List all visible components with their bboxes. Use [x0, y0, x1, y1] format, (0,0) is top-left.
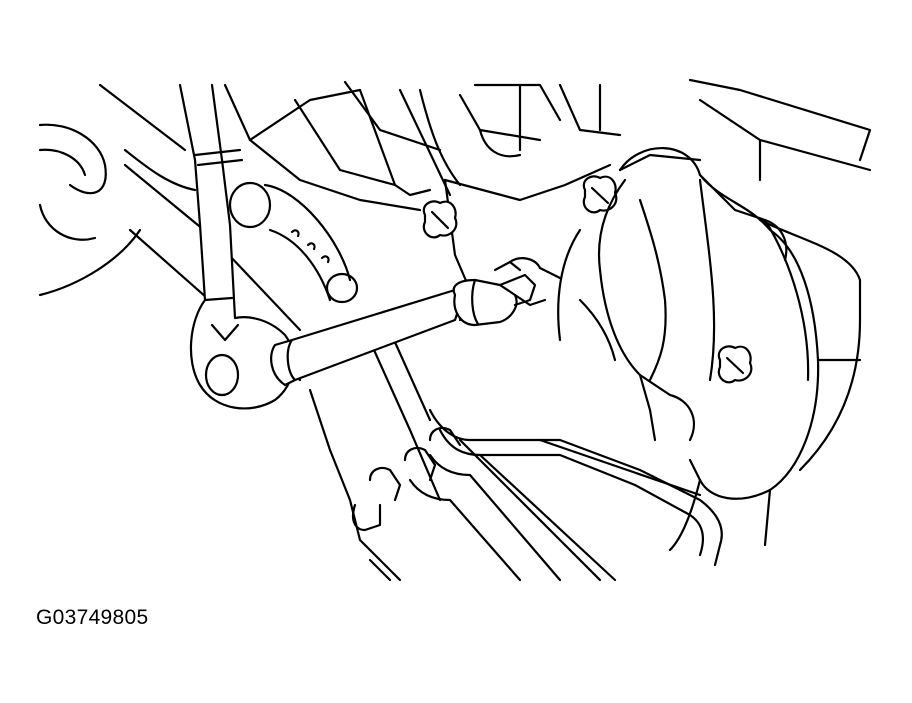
pipes	[363, 318, 723, 582]
lower-clips	[308, 388, 462, 582]
ratchet-handle	[178, 83, 295, 410]
nuts	[422, 175, 753, 384]
extension-bar	[270, 288, 467, 387]
socket	[452, 257, 562, 327]
right-component	[557, 147, 862, 552]
bracket-holes	[228, 181, 359, 304]
figure-code: G03749805	[36, 606, 149, 629]
upper-structure	[223, 78, 872, 292]
